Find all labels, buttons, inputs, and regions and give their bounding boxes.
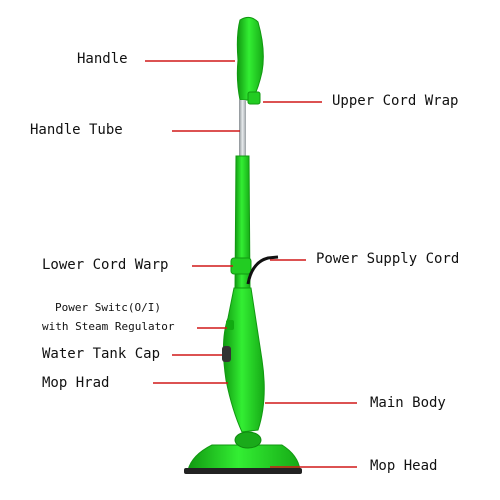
label-power-supply-cord: Power Supply Cord xyxy=(316,251,460,267)
steam-mop-illustration xyxy=(184,16,302,474)
label-handle-tube: Handle Tube xyxy=(30,122,123,138)
leader-lines xyxy=(145,60,357,468)
label-mop-hrad: Mop Hrad xyxy=(42,375,110,391)
label-upper-cord-wrap: Upper Cord Wrap xyxy=(332,93,459,109)
mop-head-base xyxy=(184,468,302,474)
mop-handle-shape xyxy=(236,16,264,101)
handle-tube-shape xyxy=(239,100,246,158)
label-mop-head: Mop Head xyxy=(370,458,438,474)
lower-cord-wrap-shape xyxy=(230,257,252,275)
label-power-switch-line2: with Steam Regulator xyxy=(42,320,175,333)
label-water-tank-cap: Water Tank Cap xyxy=(42,346,161,362)
label-lower-cord-warp: Lower Cord Warp xyxy=(42,257,169,273)
power-switch-shape xyxy=(226,320,234,330)
label-power-switch-line1: Power Switc(O/I) xyxy=(55,301,161,314)
mop-neck-joint xyxy=(234,431,262,449)
label-main-body: Main Body xyxy=(370,395,446,411)
power-cord-shape xyxy=(246,255,279,285)
water-tank-cap-shape xyxy=(222,346,231,362)
upper-cord-wrap-shape xyxy=(247,91,261,105)
label-handle: Handle xyxy=(77,51,128,67)
